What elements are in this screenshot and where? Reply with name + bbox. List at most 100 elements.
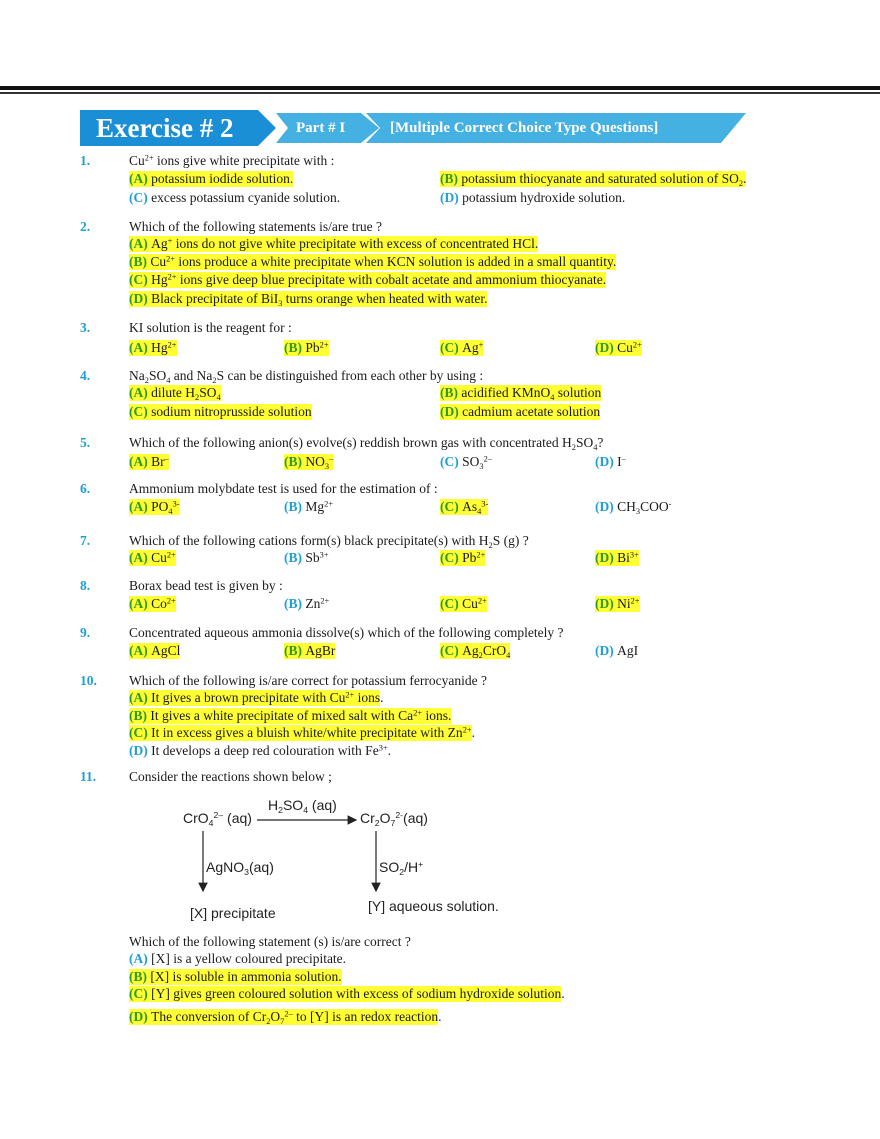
option-label: (B): [129, 708, 151, 723]
option-label: (D): [440, 404, 463, 419]
option-label: (C): [440, 499, 463, 514]
reagent-agno3: AgNO3(aq): [206, 859, 274, 878]
option-d[interactable]: (D) Black precipitate of BiI3 turns oran…: [129, 291, 488, 308]
option-text: Hg2+: [151, 340, 177, 355]
option-b[interactable]: (B) potassium thiocyanate and saturated …: [440, 171, 747, 188]
option-text: Bi3+: [617, 550, 639, 565]
option-text: potassium thiocyanate and saturated solu…: [461, 171, 747, 188]
option-text: cadmium acetate solution: [462, 404, 601, 419]
exercise-banner-shape: [80, 110, 276, 146]
reagent-h2so4: H2SO4 (aq): [268, 797, 337, 816]
option-a[interactable]: (A) AgCl: [129, 643, 181, 659]
option-a[interactable]: (A) Co2+: [129, 596, 176, 612]
option-b[interactable]: (B) NO3–: [284, 454, 334, 471]
question-text: KI solution is the reagent for :: [129, 320, 292, 335]
option-text: PO43-: [151, 499, 180, 516]
option-label: (B): [440, 171, 462, 186]
question-text: Which of the following is/are correct fo…: [129, 673, 487, 688]
option-a[interactable]: (A) It gives a brown precipitate with Cu…: [129, 690, 384, 706]
option-label: (D): [595, 643, 618, 658]
option-c[interactable]: (C) sodium nitroprusside solution: [129, 404, 312, 420]
option-label: (D): [595, 454, 618, 469]
option-c[interactable]: (C) Pb2+: [440, 550, 486, 566]
option-b[interactable]: (B) acidified KMnO4 solution: [440, 385, 602, 402]
option-label: (D): [440, 190, 463, 205]
option-b[interactable]: (B) Mg2+: [284, 499, 333, 515]
option-text: It gives a brown precipitate with Cu2+ i…: [151, 690, 381, 705]
option-label: (C): [129, 725, 152, 740]
option-text: Ag+: [462, 340, 484, 355]
option-text: [X] is a yellow coloured precipitate.: [151, 951, 347, 966]
option-c[interactable]: (C) Cu2+: [440, 596, 487, 612]
option-c[interactable]: (C) Ag+: [440, 340, 484, 356]
option-text: NO3–: [305, 454, 334, 471]
option-d[interactable]: (D) CH3COO-: [595, 499, 672, 516]
option-text: I–: [617, 454, 626, 469]
option-a[interactable]: (A) potassium iodide solution.: [129, 171, 294, 187]
option-text: As43-: [462, 499, 489, 516]
option-a[interactable]: (A) PO43-: [129, 499, 180, 516]
section-title: [Multiple Correct Choice Type Questions]: [390, 120, 659, 136]
option-trailing: .: [380, 690, 384, 706]
option-a[interactable]: (A) dilute H2SO4: [129, 385, 221, 402]
option-text: potassium iodide solution.: [151, 171, 294, 186]
option-label: (A): [129, 385, 152, 400]
option-d[interactable]: (D) I–: [595, 454, 626, 470]
option-c[interactable]: (C) SO32–: [440, 454, 492, 471]
option-text: Co2+: [151, 596, 176, 611]
option-d[interactable]: (D) AgI: [595, 643, 638, 659]
option-label: (C): [129, 404, 152, 419]
option-label: (D): [129, 291, 152, 306]
option-c[interactable]: (C) Hg2+ ions give deep blue precipitate…: [129, 272, 607, 288]
option-d[interactable]: (D) potassium hydroxide solution.: [440, 190, 625, 206]
option-b[interactable]: (B) Pb2+: [284, 340, 329, 356]
question-number: 4.: [80, 368, 91, 383]
option-label: (B): [284, 596, 306, 611]
option-a[interactable]: (A) [X] is a yellow coloured precipitate…: [129, 951, 346, 967]
option-text: Ni2+: [617, 596, 640, 611]
option-c[interactable]: (C) It in excess gives a bluish white/wh…: [129, 725, 475, 741]
option-d[interactable]: (D) Ni2+: [595, 596, 640, 612]
option-c[interactable]: (C) excess potassium cyanide solution.: [129, 190, 340, 206]
option-a[interactable]: (A) Cu2+: [129, 550, 176, 566]
question-text: Borax bead test is given by :: [129, 578, 283, 593]
exercise-title: Exercise # 2: [96, 113, 234, 143]
option-d[interactable]: (D) It develops a deep red colouration w…: [129, 743, 391, 759]
option-label: (A): [129, 454, 152, 469]
option-b[interactable]: (B) Zn2+: [284, 596, 329, 612]
option-b[interactable]: (B) Cu2+ ions produce a white precipitat…: [129, 254, 617, 270]
option-text: SO32–: [462, 454, 492, 471]
option-text: [X] is soluble in ammonia solution.: [150, 969, 342, 984]
option-trailing: .: [438, 1009, 442, 1025]
option-b[interactable]: (B) AgBr: [284, 643, 336, 659]
option-d[interactable]: (D) The conversion of Cr2O72– to [Y] is …: [129, 1009, 442, 1026]
option-label: (C): [129, 190, 152, 205]
option-label: (C): [129, 986, 152, 1001]
question-text: Concentrated aqueous ammonia dissolve(s)…: [129, 625, 564, 640]
option-label: (A): [129, 171, 152, 186]
option-b[interactable]: (B) It gives a white precipitate of mixe…: [129, 708, 452, 724]
option-label: (A): [129, 690, 152, 705]
option-b[interactable]: (B) [X] is soluble in ammonia solution.: [129, 969, 342, 985]
option-label: (C): [129, 272, 152, 287]
question-number: 3.: [80, 320, 91, 335]
option-label: (B): [284, 643, 306, 658]
option-c[interactable]: (C) Ag2CrO4: [440, 643, 511, 660]
option-text: AgI: [617, 643, 639, 658]
option-label: (C): [440, 340, 463, 355]
question-number: 2.: [80, 219, 91, 234]
product-dichromate: Cr2O72-(aq): [360, 810, 428, 829]
option-d[interactable]: (D) Bi3+: [595, 550, 639, 566]
option-a[interactable]: (A) Br–: [129, 454, 169, 470]
option-text: CH3COO-: [617, 499, 672, 516]
question-number: 9.: [80, 625, 91, 640]
option-c[interactable]: (C) [Y] gives green coloured solution wi…: [129, 986, 565, 1002]
option-label: (B): [129, 254, 151, 269]
option-d[interactable]: (D) Cu2+: [595, 340, 642, 356]
option-a[interactable]: (A) Hg2+: [129, 340, 177, 356]
option-b[interactable]: (B) Sb3+: [284, 550, 329, 566]
part-label: Part # I: [296, 120, 346, 136]
option-d[interactable]: (D) cadmium acetate solution: [440, 404, 601, 420]
option-a[interactable]: (A) Ag+ ions do not give white precipita…: [129, 236, 539, 252]
option-c[interactable]: (C) As43-: [440, 499, 489, 516]
